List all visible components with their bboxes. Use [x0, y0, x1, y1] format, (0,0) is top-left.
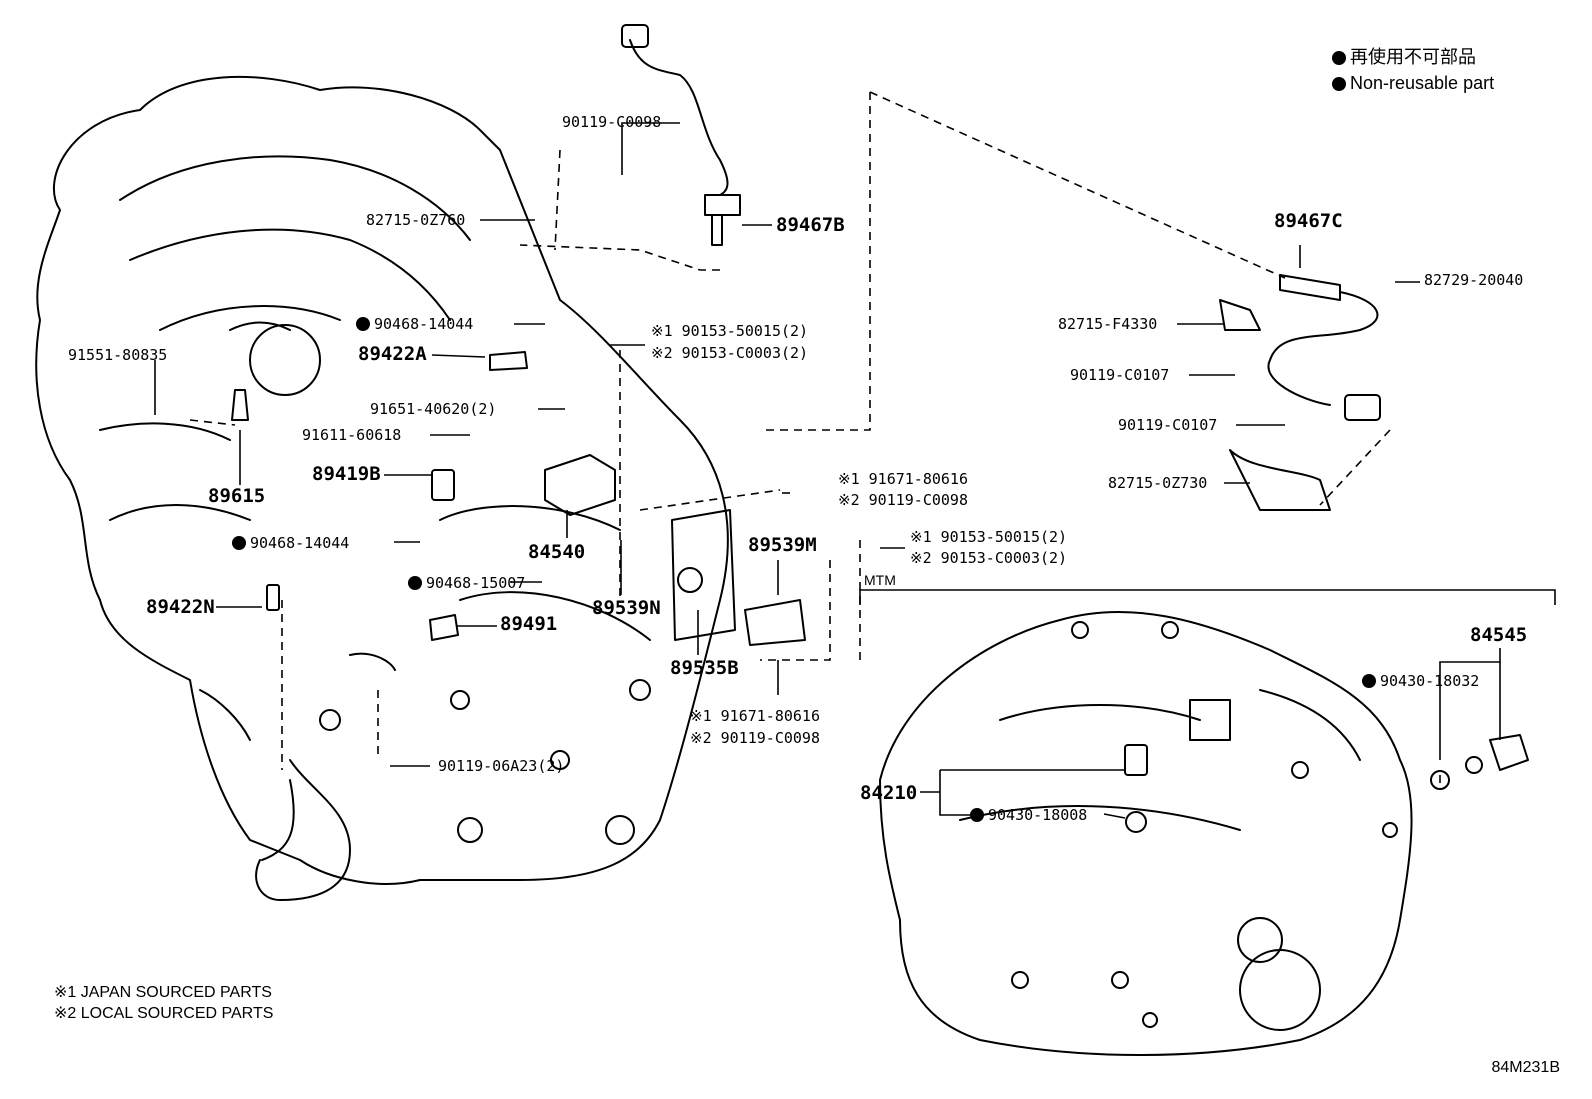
part-label: 90468-14044	[232, 534, 349, 552]
part-label: 84540	[528, 541, 586, 563]
diagram-code: 84M231B	[1491, 1059, 1561, 1076]
part-label: ※1 91671-80616	[838, 470, 968, 488]
part-label: 84210	[860, 782, 918, 804]
part-label: 82729-20040	[1424, 271, 1524, 289]
bullet-icon	[232, 536, 246, 550]
part-label: 89467C	[1274, 210, 1343, 232]
part-label: 90119-06A23(2)	[438, 757, 565, 775]
footnote-2: ※2 LOCAL SOURCED PARTS	[54, 1005, 274, 1022]
part-label: 89422A	[358, 343, 427, 365]
part-label: 91611-60618	[302, 426, 402, 444]
bullet-icon	[1362, 674, 1376, 688]
part-label: ※1 90153-50015(2)	[651, 322, 809, 340]
part-label: 90430-18032	[1362, 672, 1479, 690]
part-label: ※1 91671-80616	[690, 707, 820, 725]
legend-row-en: Non-reusable part	[1332, 70, 1494, 96]
part-label: 90468-15007	[408, 574, 525, 592]
bullet-icon	[1332, 77, 1346, 91]
part-label: ※2 90153-C0003(2)	[651, 344, 809, 362]
part-label: 82715-F4330	[1058, 315, 1158, 333]
legend: 再使用不可部品 Non-reusable part	[1332, 44, 1494, 96]
part-label: 89467B	[776, 214, 845, 236]
part-label: 82715-0Z760	[366, 211, 466, 229]
part-label: 90468-14044	[356, 315, 473, 333]
bullet-icon	[970, 808, 984, 822]
part-label: 89422N	[146, 596, 215, 618]
part-number: 90430-18008	[988, 806, 1088, 824]
part-label: 90119-C0107	[1118, 416, 1218, 434]
part-label: 90430-18008	[970, 806, 1087, 824]
part-number: 90430-18032	[1380, 672, 1480, 690]
part-label: 84545	[1470, 624, 1528, 646]
part-label: 89539N	[592, 597, 661, 619]
part-number: 90468-14044	[374, 315, 474, 333]
part-label: ※2 90153-C0003(2)	[910, 549, 1068, 567]
part-number: 90468-14044	[250, 534, 350, 552]
part-label: 89535B	[670, 657, 739, 679]
part-label: 90119-C0107	[1070, 366, 1170, 384]
part-label: 90119-C0098	[562, 113, 662, 131]
part-number: 90468-15007	[426, 574, 526, 592]
section-label: MTM	[864, 572, 896, 588]
legend-row-jp: 再使用不可部品	[1332, 44, 1494, 70]
part-label: 91551-80835	[68, 346, 168, 364]
part-label: 91651-40620(2)	[370, 400, 497, 418]
part-label: ※2 90119-C0098	[838, 491, 968, 509]
part-label: 89539M	[748, 534, 817, 556]
transmission-outline	[879, 610, 1413, 1056]
bullet-icon	[408, 576, 422, 590]
part-label: 89615	[208, 485, 266, 507]
footnotes: ※1 JAPAN SOURCED PARTS ※2 LOCAL SOURCED …	[54, 982, 273, 1024]
bullet-icon	[1332, 51, 1346, 65]
legend-en-text: Non-reusable part	[1350, 73, 1495, 93]
part-label: 82715-0Z730	[1108, 474, 1208, 492]
footnote-1: ※1 JAPAN SOURCED PARTS	[54, 984, 272, 1001]
part-label: ※1 90153-50015(2)	[910, 528, 1068, 546]
bullet-icon	[356, 317, 370, 331]
part-label: ※2 90119-C0098	[690, 729, 820, 747]
part-label: 89491	[500, 613, 558, 635]
engine-outline	[35, 75, 729, 885]
part-label: 89419B	[312, 463, 381, 485]
legend-jp-text: 再使用不可部品	[1350, 47, 1476, 67]
